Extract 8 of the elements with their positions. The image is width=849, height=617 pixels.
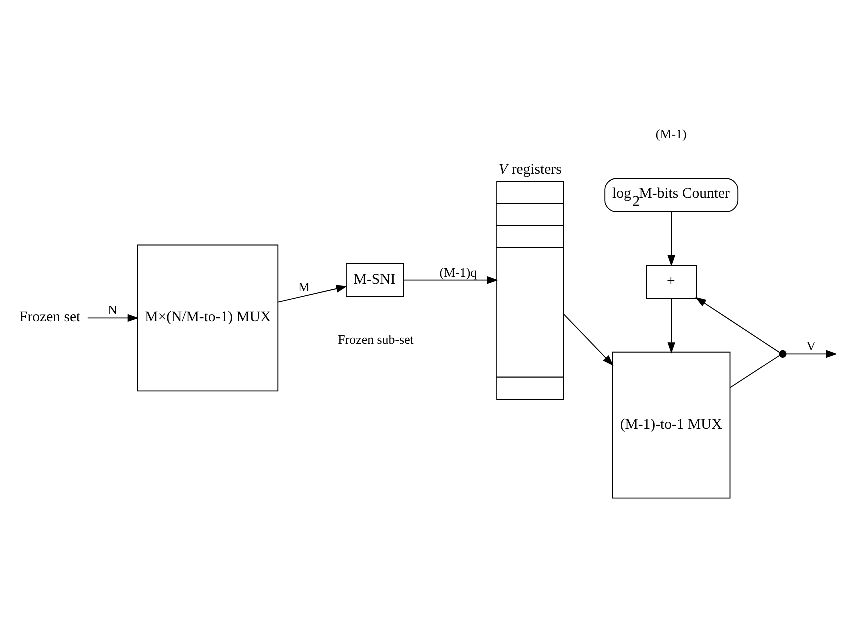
edge-label: N	[108, 302, 118, 318]
label: (M-1)	[656, 126, 687, 142]
edge-label: (M-1)q	[440, 264, 478, 280]
node-label: V registers	[498, 162, 562, 178]
node-text: Frozen set	[20, 310, 81, 326]
label: Frozen sub-set	[338, 332, 414, 347]
edge-label: M	[298, 280, 310, 295]
edge-label: V	[806, 338, 816, 354]
